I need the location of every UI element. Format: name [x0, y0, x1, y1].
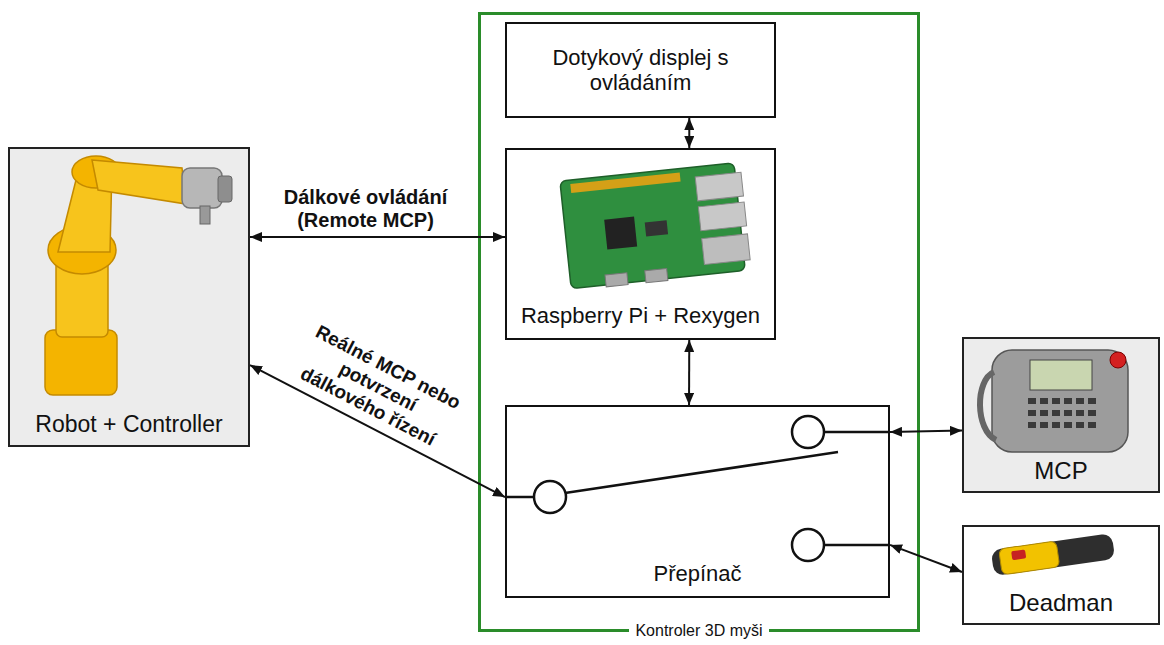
- deadman-illustration: [991, 533, 1115, 576]
- connector-arrow: [250, 236, 505, 238]
- switch-box: Přepínač: [505, 405, 890, 598]
- edge-label-holder: Dálkové ovládání (Remote MCP): [264, 186, 468, 232]
- connector-arrow: [890, 431, 962, 432]
- node-label: Raspberry Pi + Rexygen: [521, 303, 760, 328]
- controller-enclosure: Kontroler 3D myšiDotykový displej s ovlá…: [478, 12, 920, 632]
- edge-label: Dálkové ovládání (Remote MCP): [264, 186, 468, 232]
- raspberry-pi-illustration: [560, 162, 752, 290]
- pendant-box: MCP: [962, 337, 1160, 493]
- deadman-box: Deadman: [962, 525, 1160, 625]
- edge-label-holder: Reálné MCP nebo potvrzení dálkového říze…: [286, 317, 471, 455]
- connector-arrow: [890, 545, 962, 572]
- node-label: Deadman: [1009, 589, 1113, 617]
- edge-label: Reálné MCP nebo potvrzení dálkového říze…: [286, 317, 471, 455]
- robot-box: Robot + Controller: [8, 147, 250, 447]
- display-box: Dotykový displej s ovládáním: [505, 22, 776, 118]
- node-label: Přepínač: [653, 561, 741, 586]
- node-label: MCP: [1034, 457, 1087, 485]
- computer-box: Raspberry Pi + Rexygen: [505, 148, 776, 340]
- robot-illustration: [45, 156, 232, 395]
- node-label: Kontroler 3D myši: [629, 622, 768, 640]
- switch-symbol: [505, 416, 890, 561]
- connector-arrow: [688, 340, 690, 405]
- pendant-illustration: [980, 350, 1128, 452]
- connector-arrow: [688, 118, 690, 148]
- node-label: Robot + Controller: [35, 411, 222, 437]
- node-label: Dotykový displej s ovládáním: [546, 45, 736, 96]
